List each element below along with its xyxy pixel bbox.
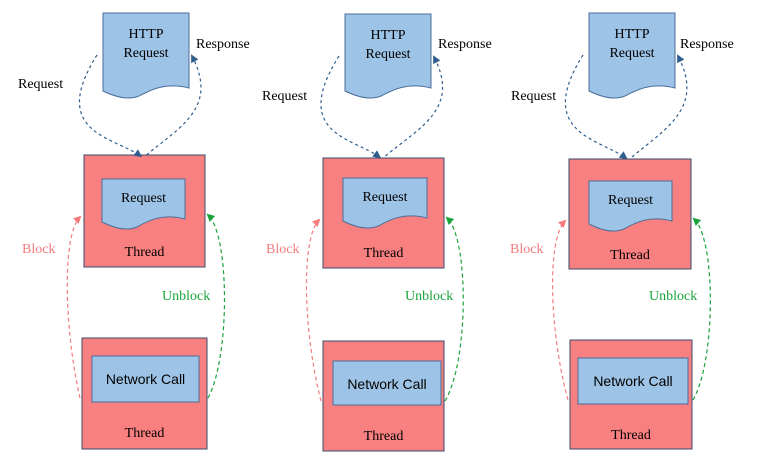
inner-request-label: Request <box>608 193 653 208</box>
network-call-label: Network Call <box>593 373 672 389</box>
block-label: Block <box>22 242 55 257</box>
block-label: Block <box>266 242 299 257</box>
http-label: HTTP <box>129 27 164 42</box>
request-edge-label: Request <box>18 77 63 92</box>
inner-request-document <box>588 180 673 232</box>
unblock-label: Unblock <box>405 289 453 304</box>
unblock-arrow <box>692 217 711 401</box>
panel-2: HTTPRequestRequestResponseRequestThreadN… <box>262 13 492 452</box>
http-label: HTTP <box>371 28 406 43</box>
inner-request-document <box>101 178 186 230</box>
response-edge-label: Response <box>438 37 492 52</box>
block-arrow <box>305 218 322 402</box>
http-request-document <box>588 12 676 99</box>
http-label: HTTP <box>615 27 650 42</box>
thread-bottom-label: Thread <box>364 429 404 444</box>
request-arrow <box>564 54 628 160</box>
thread-top-label: Thread <box>364 246 404 261</box>
request-label: Request <box>365 47 410 62</box>
unblock-arrow <box>444 216 464 402</box>
request-label: Request <box>609 46 654 61</box>
http-request-document <box>344 13 432 99</box>
response-arrow <box>631 54 688 158</box>
network-call-box <box>577 357 689 405</box>
request-arrow <box>320 55 382 159</box>
inner-request-label: Request <box>121 191 166 206</box>
unblock-label: Unblock <box>162 289 210 304</box>
response-edge-label: Response <box>680 37 734 52</box>
thread-top-label: Thread <box>125 245 165 260</box>
request-arrow <box>79 54 143 158</box>
network-call-box <box>91 355 200 403</box>
inner-request-label: Request <box>362 190 407 205</box>
block-arrow <box>66 215 82 399</box>
network-call-label: Network Call <box>347 376 426 392</box>
thread-bottom-label: Thread <box>611 428 651 443</box>
panel-1: HTTPRequestRequestResponseRequestThreadN… <box>18 12 250 450</box>
response-arrow <box>146 54 202 156</box>
request-edge-label: Request <box>511 89 556 104</box>
http-request-document <box>102 12 190 99</box>
block-arrow <box>552 219 569 401</box>
thread-top-label: Thread <box>610 248 650 263</box>
request-label: Request <box>123 46 168 61</box>
panel-3: HTTPRequestRequestResponseRequestThreadN… <box>510 12 734 450</box>
block-label: Block <box>510 242 543 257</box>
thread-bottom-label: Thread <box>125 426 165 441</box>
unblock-arrow <box>206 213 226 399</box>
response-arrow <box>385 55 444 157</box>
response-edge-label: Response <box>196 37 250 52</box>
request-edge-label: Request <box>262 89 307 104</box>
network-call-box <box>332 360 442 406</box>
unblock-label: Unblock <box>649 289 697 304</box>
network-call-label: Network Call <box>106 371 185 387</box>
inner-request-document <box>342 177 428 229</box>
